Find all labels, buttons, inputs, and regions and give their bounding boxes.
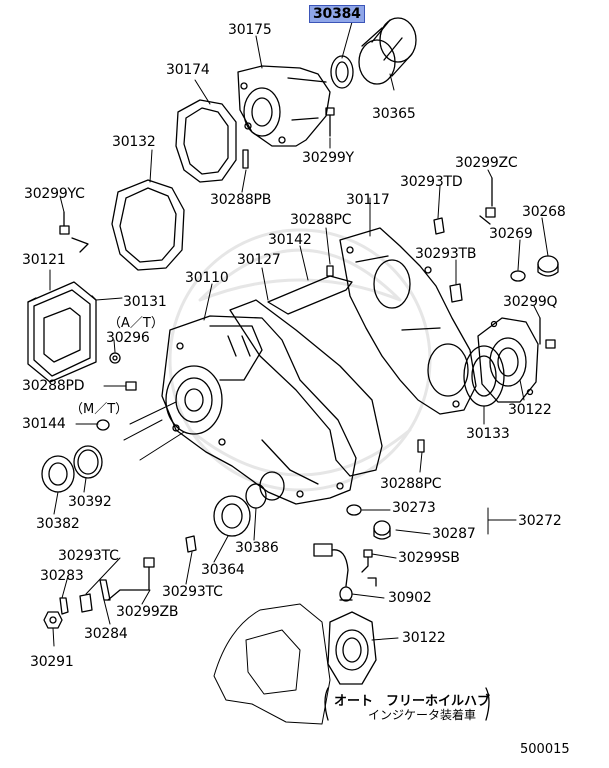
part-label-30122-top: 30122	[508, 402, 552, 418]
diagram-reference-number: 500015	[520, 742, 570, 757]
part-label-30291: 30291	[30, 654, 74, 670]
part-label-30288PB: 30288PB	[210, 192, 272, 208]
gasket-30132	[111, 179, 185, 271]
small-parts-left	[96, 352, 137, 431]
ring-30392	[73, 445, 103, 479]
plug-30268	[537, 255, 559, 277]
nut-30291	[43, 611, 63, 629]
case-partial-outline	[213, 603, 331, 725]
part-label-30299Q: 30299Q	[503, 294, 558, 310]
part-label-30127: 30127	[237, 252, 281, 268]
part-label-30288PC-bottom: 30288PC	[380, 476, 442, 492]
leader-lines	[49, 21, 549, 647]
part-label-30293TB: 30293TB	[415, 246, 477, 262]
part-label-30142: 30142	[268, 232, 312, 248]
oil-seal-30384	[330, 55, 354, 89]
part-label-30117: 30117	[346, 192, 390, 208]
part-label-30133: 30133	[466, 426, 510, 442]
part-label-30132: 30132	[112, 134, 156, 150]
part-label-30122-bottom: 30122	[402, 630, 446, 646]
part-label-30382: 30382	[36, 516, 80, 532]
part-label-30175: 30175	[228, 22, 272, 38]
note-mt: （M／T）	[70, 402, 129, 417]
rear-case-extension-30175	[237, 65, 331, 147]
clip-30293TB	[449, 283, 463, 303]
bolt-30299Q	[539, 317, 556, 349]
pin-30288PB	[242, 149, 249, 169]
gasket-30269	[510, 270, 526, 282]
part-label-30364: 30364	[201, 562, 245, 578]
watermark-emblem	[168, 228, 432, 492]
baffle-30142	[267, 275, 353, 315]
part-label-30902: 30902	[388, 590, 432, 606]
gasket-30174	[175, 99, 237, 183]
part-label-30272: 30272	[518, 513, 562, 529]
note-auto-freewheel-hub: オート フリーホイルハブ	[334, 694, 491, 709]
note-indicator-equipped: インジケータ装着車	[368, 708, 477, 722]
part-label-30287: 30287	[432, 526, 476, 542]
housing-30122-bottom	[327, 611, 377, 685]
bolt-30299YC	[59, 211, 89, 253]
housing-30122-top	[477, 317, 539, 403]
part-label-30110: 30110	[185, 270, 229, 286]
clip-30293TC-left	[79, 593, 93, 613]
part-label-30288PD: 30288PD	[22, 378, 85, 394]
gasket-30273	[346, 504, 362, 516]
part-label-30174: 30174	[166, 62, 210, 78]
part-label-30121: 30121	[22, 252, 66, 268]
note-bracket	[324, 687, 490, 721]
pan-cover-30121	[27, 281, 97, 383]
pin-30284	[99, 579, 111, 601]
part-label-30299ZB: 30299ZB	[116, 604, 179, 620]
gasket-30127	[229, 299, 383, 477]
bolt-30299Y	[325, 107, 335, 137]
part-label-30273: 30273	[392, 500, 436, 516]
seal-30382	[41, 455, 75, 493]
note-at: （A／T）	[108, 316, 164, 331]
part-label-30386: 30386	[235, 540, 279, 556]
part-label-30299ZC: 30299ZC	[455, 155, 518, 171]
part-label-30299Y: 30299Y	[302, 150, 354, 166]
part-label-30293TC-right: 30293TC	[162, 584, 223, 600]
part-label-30284: 30284	[84, 626, 128, 642]
part-label-30365: 30365	[372, 106, 416, 122]
part-label-30293TC-left: 30293TC	[58, 548, 119, 564]
bracket-30283	[59, 597, 69, 615]
pin-30288PC-bottom	[417, 439, 425, 453]
sensor-30902	[313, 543, 353, 602]
pin-30288PC-top	[326, 265, 334, 277]
bolt-30299ZB	[107, 557, 155, 601]
part-label-30269: 30269	[489, 226, 533, 242]
part-label-30288PC-top: 30288PC	[290, 212, 352, 228]
part-label-30296: 30296	[106, 330, 150, 346]
bolt-30299ZC	[479, 177, 496, 225]
part-label-30144: 30144	[22, 416, 66, 432]
clip-30293TD	[433, 217, 445, 235]
part-label-30268: 30268	[522, 204, 566, 220]
part-label-30299YC: 30299YC	[24, 186, 85, 202]
part-label-30131: 30131	[123, 294, 167, 310]
part-label-30384-highlighted[interactable]: 30384	[309, 5, 365, 23]
part-label-30283: 30283	[40, 568, 84, 584]
part-label-30299SB: 30299SB	[398, 550, 460, 566]
bolt-30299SB	[361, 549, 377, 587]
sleeve-30364	[213, 495, 251, 537]
plug-30287	[373, 520, 391, 540]
part-label-30293TD: 30293TD	[400, 174, 463, 190]
gasket-30133	[463, 345, 505, 407]
clip-30293TC-right	[185, 535, 197, 553]
transfer-case-30110	[161, 315, 357, 505]
part-label-30392: 30392	[68, 494, 112, 510]
dust-cover-30365	[358, 17, 417, 85]
